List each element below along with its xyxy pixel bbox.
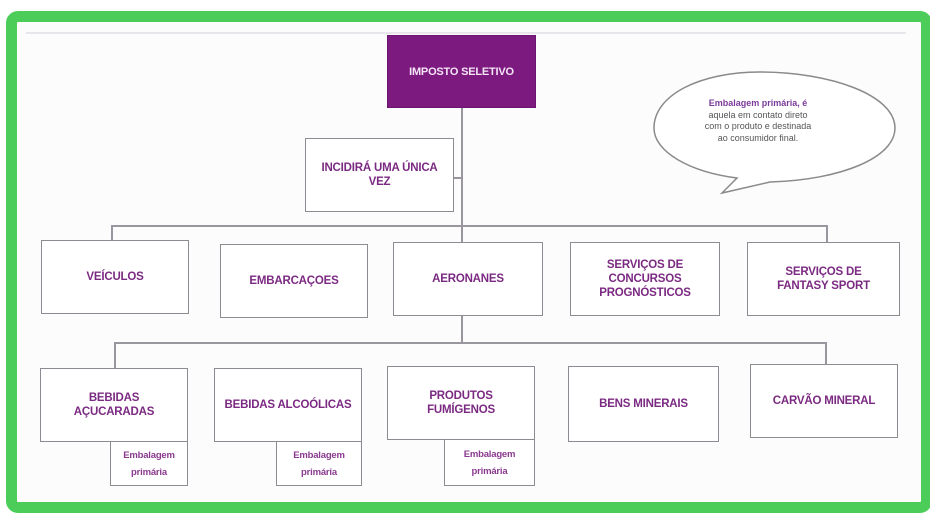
level1-node-embarcacoes: EMBARCAÇOES [220, 244, 368, 318]
level2-node-produtos-fumigenos: PRODUTOS FUMÍGENOS [387, 366, 535, 440]
level2-label: PRODUTOS FUMÍGENOS [427, 390, 495, 416]
connector-root-trunk [461, 107, 463, 245]
level1-label: SERVIÇOS DE FANTASY SPORT [777, 266, 870, 292]
level1-label: EMBARCAÇOES [249, 275, 339, 287]
callout-title: Embalagem primária, é [708, 98, 808, 108]
level2-label: CARVÃO MINERAL [772, 395, 876, 407]
sub-node-embalagem-2: Embalagem primária [276, 441, 362, 486]
level1-node-aeronaves: AERONANES [393, 242, 543, 316]
sub-label: Embalagem primária [293, 449, 345, 478]
note-label: INCIDIRÁ UMA ÚNICA VEZ [321, 162, 438, 188]
level1-label: AERONANES [432, 273, 504, 285]
level2-label: BENS MINERAIS [599, 398, 688, 410]
sub-label: Embalagem primária [463, 448, 516, 477]
callout-line-2: com o produto e destinada [704, 121, 812, 131]
connector-level2-bar [114, 342, 826, 344]
level1-node-fantasy: SERVIÇOS DE FANTASY SPORT [747, 242, 900, 316]
level2-label: BEBIDAS ALCOÓLICAS [224, 399, 352, 411]
root-label: IMPOSTO SELETIVO [409, 65, 514, 78]
connector-level1-right [826, 225, 828, 243]
note-node: INCIDIRÁ UMA ÚNICA VEZ [305, 138, 454, 212]
level1-label: SERVIÇOS DE CONCURSOS PROGNÓSTICOS [599, 259, 691, 299]
sub-node-embalagem-3: Embalagem primária [444, 439, 535, 486]
root-node: IMPOSTO SELETIVO [387, 35, 536, 108]
level2-label: BEBIDAS AÇUCARADAS [73, 392, 155, 418]
connector-level1-left [111, 225, 113, 241]
connector-level1-bar [111, 225, 827, 227]
level1-node-concursos: SERVIÇOS DE CONCURSOS PROGNÓSTICOS [570, 242, 720, 316]
level2-node-bebidas-acucaradas: BEBIDAS AÇUCARADAS [40, 368, 188, 442]
level2-node-bebidas-alcoolicas: BEBIDAS ALCOÓLICAS [214, 368, 362, 442]
sub-node-embalagem-1: Embalagem primária [110, 441, 188, 486]
connector-note [454, 177, 462, 179]
level2-node-bens-minerais: BENS MINERAIS [568, 366, 719, 442]
callout-line-3: ao consumidor final. [717, 132, 799, 143]
callout-line-1: aquela em contato direto [708, 109, 808, 120]
top-divider [26, 32, 906, 34]
connector-level2-left [114, 342, 116, 369]
level1-node-veiculos: VEÍCULOS [41, 240, 189, 314]
level1-label: VEÍCULOS [86, 271, 144, 283]
callout-text: Embalagem primária, é aquela em contato … [678, 98, 838, 144]
sub-label: Embalagem primária [123, 449, 175, 478]
connector-level2-right [825, 342, 827, 364]
connector-level2-trunk [461, 315, 463, 343]
level2-node-carvao-mineral: CARVÃO MINERAL [750, 364, 898, 438]
